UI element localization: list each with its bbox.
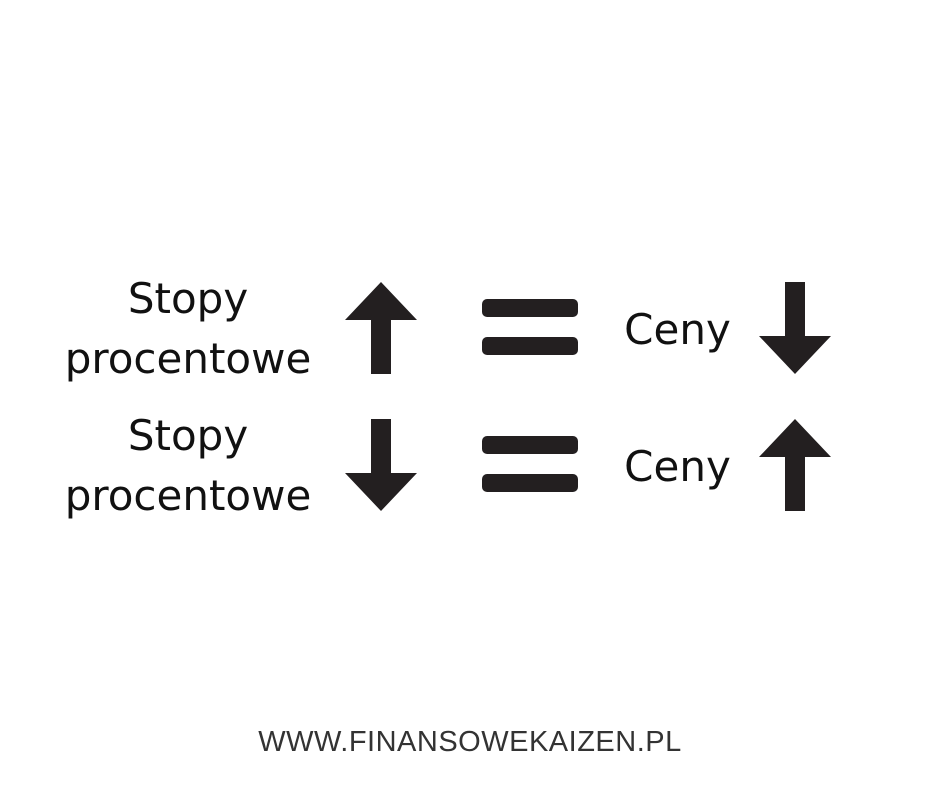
row1-left-label-line2: procentowe bbox=[64, 334, 312, 383]
arrow-up-icon bbox=[759, 419, 831, 511]
footer-website: WWW.FINANSOWEKAIZEN.PL bbox=[258, 726, 682, 758]
row1-right-label: Ceny bbox=[624, 305, 731, 354]
row2-left-label: Stopy procentowe bbox=[38, 406, 338, 526]
row1-left-label-line1: Stopy bbox=[127, 274, 249, 323]
row1-left-label: Stopy procentowe bbox=[38, 269, 338, 389]
row2-right-label: Ceny bbox=[624, 442, 731, 491]
arrow-down-icon bbox=[345, 419, 417, 511]
equals-icon bbox=[482, 436, 578, 512]
equals-icon bbox=[482, 299, 578, 375]
arrow-up-icon bbox=[345, 282, 417, 374]
row2-left-label-line2: procentowe bbox=[64, 471, 312, 520]
row2-left-label-line1: Stopy bbox=[127, 411, 249, 460]
arrow-down-icon bbox=[759, 282, 831, 374]
